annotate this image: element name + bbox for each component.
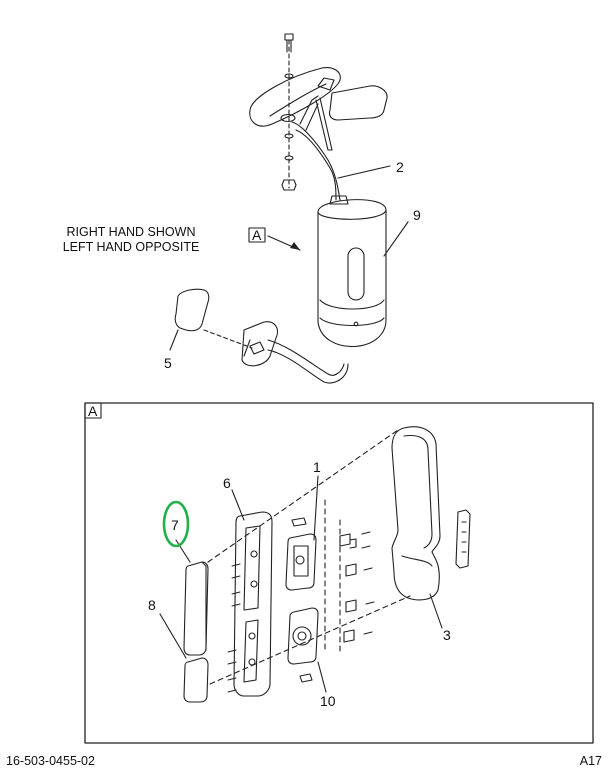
callout-6: 6 bbox=[223, 475, 231, 491]
note-line-2: LEFT HAND OPPOSITE bbox=[63, 240, 200, 254]
callout-9: 9 bbox=[413, 207, 421, 223]
strut-arms bbox=[299, 95, 333, 151]
housing-shell bbox=[391, 426, 441, 601]
lower-support-arm bbox=[241, 321, 349, 384]
mirror-head-housing bbox=[317, 199, 387, 348]
mirror-arm-tube bbox=[291, 121, 349, 205]
upper-leader-lines bbox=[169, 165, 409, 351]
callout-7: 7 bbox=[171, 517, 179, 533]
frame-screws bbox=[227, 563, 241, 693]
mirror-frame bbox=[233, 511, 273, 697]
detail-leader-lines bbox=[159, 475, 443, 693]
mirror-glass-lower bbox=[183, 657, 209, 703]
detail-a-tag bbox=[84, 402, 102, 419]
small-clip-bottom bbox=[299, 673, 313, 683]
mirror-glass-upper bbox=[183, 561, 209, 656]
upper-mount-bracket bbox=[249, 67, 341, 127]
view-a-label: A bbox=[252, 227, 262, 243]
slotted-bracket bbox=[455, 509, 471, 569]
detail-a-label: A bbox=[88, 403, 98, 419]
callout-3: 3 bbox=[443, 627, 451, 643]
detail-dashed-lines bbox=[207, 429, 411, 685]
detail-a-frame bbox=[84, 402, 594, 744]
callout-10: 10 bbox=[320, 693, 336, 709]
small-clip-top bbox=[291, 517, 307, 527]
callout-8: 8 bbox=[148, 597, 156, 613]
note-line-1: RIGHT HAND SHOWN bbox=[67, 225, 196, 239]
footer-page-code: A17 bbox=[579, 754, 602, 768]
motor-plate-lower bbox=[287, 607, 319, 665]
retainer-clips bbox=[339, 531, 375, 643]
upper-bolt-stack bbox=[281, 33, 297, 191]
motor-plate-upper bbox=[285, 533, 317, 591]
callout-5: 5 bbox=[164, 355, 172, 371]
upper-pad-plate bbox=[328, 85, 388, 121]
highlight-ring bbox=[162, 500, 190, 548]
footer-part-number: 16-503-0455-02 bbox=[6, 754, 95, 768]
lower-pad-plate bbox=[174, 288, 253, 349]
callout-1: 1 bbox=[313, 459, 321, 475]
callout-2: 2 bbox=[396, 159, 404, 175]
